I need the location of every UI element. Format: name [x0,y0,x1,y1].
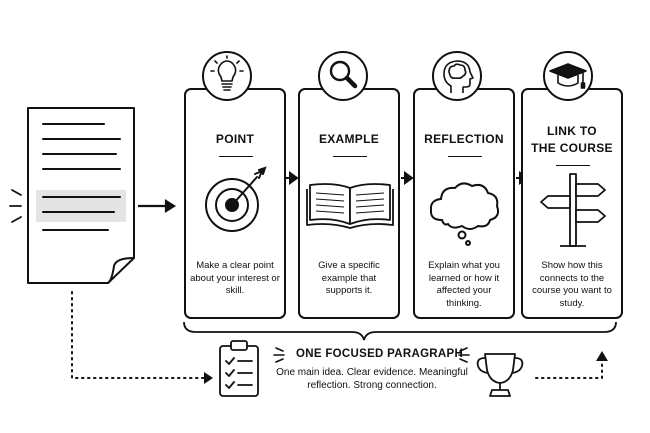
document-text-lines [42,123,121,231]
thought-cloud-icon [424,178,504,248]
step-title: REFLECTION [424,132,504,146]
step-title-line-2: THE COURSE [531,141,613,155]
step-title-line-1: LINK TO [547,124,597,138]
steps-bracket [183,321,617,341]
step-description: Give a specific example that supports it… [318,260,380,296]
title-divider [556,165,590,166]
title-divider [448,156,482,157]
summary-description: One main idea. Clear evidence. Meaningfu… [276,367,468,391]
step-description: Make a clear point about your interest o… [190,260,280,296]
magnifying-glass-icon [318,51,368,101]
summary-title-marks [273,347,470,363]
trophy-icon [476,353,524,397]
dotted-flow-arrow [71,291,603,379]
emphasis-marks [9,189,22,223]
dotted-arrow-head-right [204,372,213,384]
signpost-icon [538,170,608,250]
open-book-icon [304,180,396,230]
dotted-arrow-head-up [596,351,608,361]
summary-title: ONE FOCUSED PARAGRAPH [296,348,464,360]
step-description: Show how this connects to the course you… [532,260,612,309]
step-title: EXAMPLE [318,132,380,146]
document-to-steps-arrow [138,199,177,213]
head-brain-icon [432,51,482,101]
step-description: Explain what you learned or how it affec… [428,260,500,309]
step-title: POINT [215,132,255,146]
title-divider [219,156,253,157]
highlighted-text-block [36,190,126,222]
target-arrow-icon [199,165,271,237]
checklist-icon [219,340,259,397]
graduation-cap-icon [543,51,593,101]
title-divider [333,156,367,157]
lightbulb-icon [202,51,252,101]
